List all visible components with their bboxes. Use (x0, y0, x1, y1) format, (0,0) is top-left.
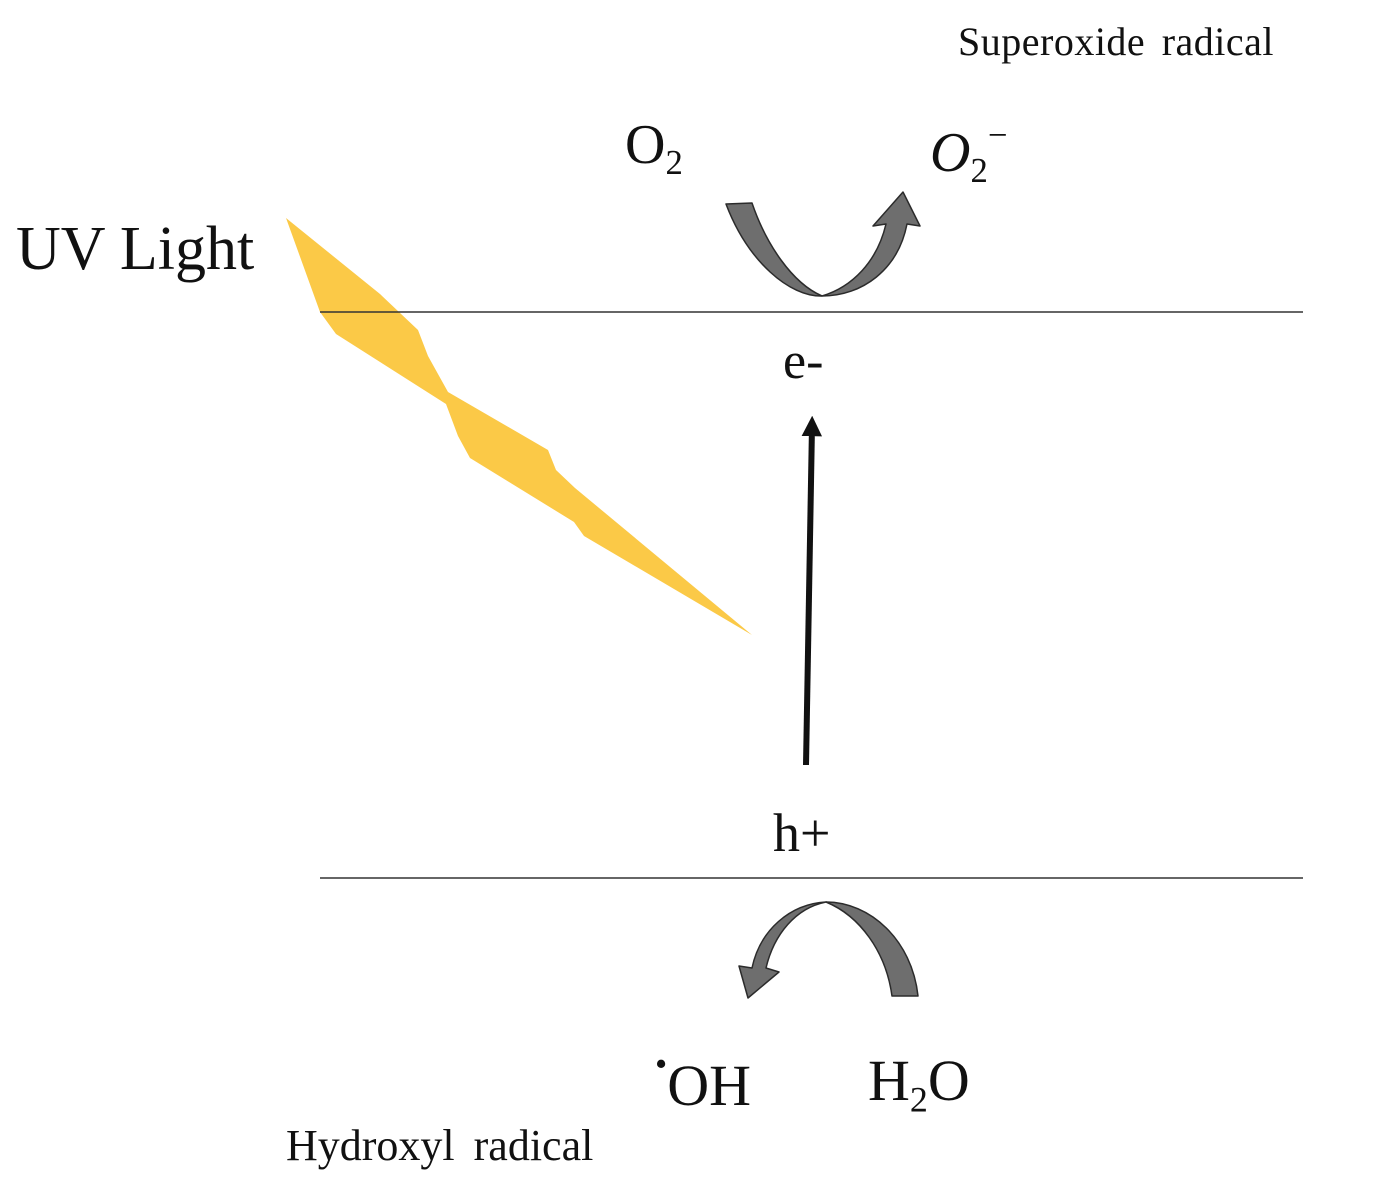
lightning-bolt-icon (286, 218, 752, 635)
uv-light-label: UV Light (16, 215, 255, 283)
water-pre: H (868, 1048, 910, 1113)
hydroxyl-label: •OH (655, 1047, 751, 1115)
hydroxyl-text: OH (667, 1053, 751, 1118)
superoxide-label: O2− (930, 118, 1007, 188)
radical-dot: • (655, 1044, 668, 1084)
hole-label: h+ (773, 803, 831, 863)
water-label: H2O (868, 1052, 970, 1118)
water-subscript: 2 (909, 1079, 928, 1120)
superoxide-charge: − (987, 115, 1008, 155)
curved-arrow-left-down-icon (738, 901, 919, 999)
water-post: O (927, 1048, 970, 1113)
superoxide-subscript: 2 (970, 151, 988, 191)
superoxide-radical-caption: Superoxide radical (958, 19, 1274, 64)
hydroxyl-radical-caption: Hydroxyl radical (286, 1121, 594, 1170)
oxygen-base: O (625, 114, 666, 176)
electron-label: e- (783, 333, 824, 390)
arrow-up-icon (801, 415, 823, 766)
superoxide-base: O (930, 122, 971, 184)
oxygen-label: O2 (625, 114, 683, 180)
oxygen-subscript: 2 (665, 143, 683, 183)
curved-arrow-up-right-icon (725, 191, 921, 297)
